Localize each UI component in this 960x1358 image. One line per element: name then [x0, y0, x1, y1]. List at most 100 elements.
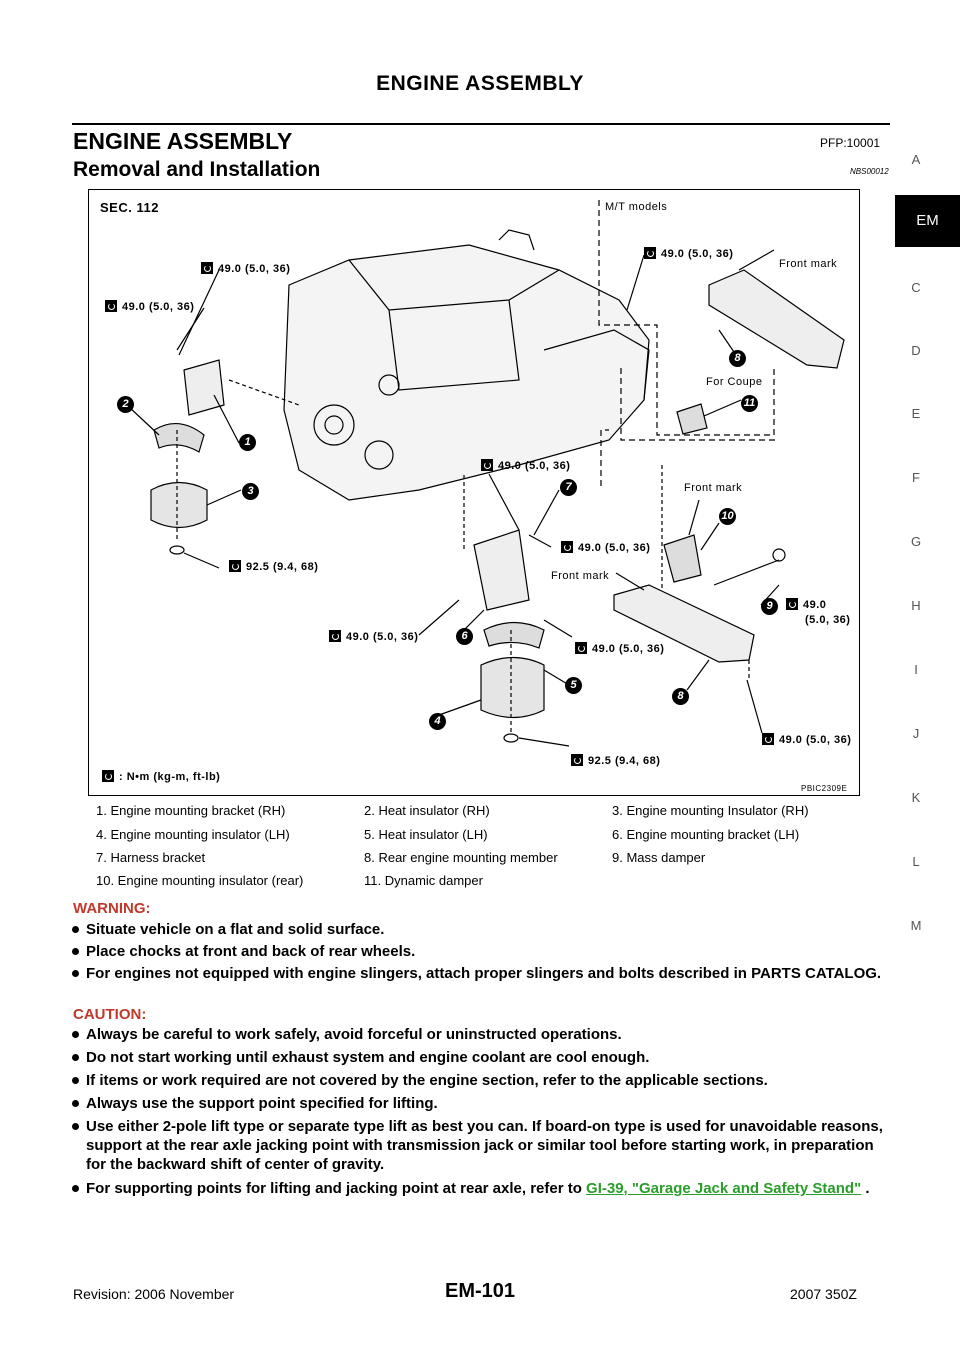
warning-item: Situate vehicle on a flat and solid surf…: [72, 920, 891, 939]
footer-revision: Revision: 2006 November: [73, 1286, 235, 1302]
torque-label-8: 49.0 (5.0, 36): [575, 642, 664, 655]
torque-wrench-icon: [575, 642, 587, 654]
diagram-artwork: [128, 200, 845, 747]
caution-item: Use either 2-pole lift type or separate …: [72, 1117, 891, 1174]
torque-label-9: 92.5 (9.4, 68): [571, 754, 660, 767]
torque-label-3: 49.0 (5.0, 36): [644, 247, 733, 260]
gi-39-link[interactable]: GI-39, "Garage Jack and Safety Stand": [586, 1180, 862, 1197]
tab-l[interactable]: L: [912, 854, 920, 869]
part-item: 1. Engine mounting bracket (RH): [96, 803, 286, 818]
torque-wrench-icon: [201, 262, 213, 274]
tab-i[interactable]: I: [914, 662, 918, 677]
part-item: 4. Engine mounting insulator (LH): [96, 827, 290, 842]
warning-item: Place chocks at front and back of rear w…: [72, 942, 891, 961]
part-item: 6. Engine mounting bracket (LH): [612, 827, 800, 842]
callout-5: 5: [565, 677, 582, 694]
tab-em[interactable]: EM: [895, 195, 960, 247]
tab-c[interactable]: C: [911, 280, 921, 295]
bullet-icon: [72, 1031, 79, 1038]
caution-item: If items or work required are not covere…: [72, 1071, 891, 1090]
torque-label-2: 49.0 (5.0, 36): [105, 300, 194, 313]
torque-wrench-icon: [644, 247, 656, 259]
section-title: ENGINE ASSEMBLY: [73, 128, 293, 154]
caution-item: Do not start working until exhaust syste…: [72, 1048, 891, 1067]
bullet-icon: [72, 970, 79, 977]
subsection-title: Removal and Installation: [73, 158, 321, 181]
part-item: 5. Heat insulator (LH): [364, 827, 488, 842]
torque-label-6: 92.5 (9.4, 68): [229, 560, 318, 573]
section-number: SEC. 112: [100, 200, 159, 215]
tab-m[interactable]: M: [910, 918, 922, 933]
tab-f[interactable]: F: [912, 470, 920, 485]
bullet-icon: [72, 926, 79, 933]
torque-label-5: 49.0 (5.0, 36): [561, 541, 650, 554]
front-mark-label-2: Front mark: [684, 482, 743, 494]
front-mark-label-1: Front mark: [779, 258, 838, 270]
footer-model: 2007 350Z: [790, 1286, 857, 1302]
bullet-icon: [72, 1054, 79, 1061]
torque-wrench-icon: [762, 733, 774, 745]
torque-label-7: 49.0 (5.0, 36): [329, 630, 418, 643]
mt-models-label: M/T models: [605, 201, 668, 213]
torque-wrench-icon: [102, 770, 114, 782]
engine-mount-diagram: SEC. 112 M/T models For Coupe Front mark…: [88, 189, 860, 796]
callout-2: 2: [117, 396, 134, 413]
callout-4: 4: [429, 713, 446, 730]
torque-wrench-icon: [786, 598, 798, 610]
tab-k[interactable]: K: [911, 790, 921, 805]
figure-id: PBIC2309E: [801, 784, 848, 793]
header-rule: [72, 123, 890, 125]
callout-8-upper: 8: [729, 350, 746, 367]
torque-wrench-icon: [229, 560, 241, 572]
bullet-icon: [72, 948, 79, 955]
torque-label-10: 49.0 (5.0, 36): [762, 733, 851, 746]
bullet-icon: [72, 1185, 79, 1192]
callout-3: 3: [242, 483, 259, 500]
tab-e[interactable]: E: [911, 406, 921, 421]
section-code: PFP:10001: [820, 136, 881, 150]
torque-wrench-icon: [561, 541, 573, 553]
torque-label-1: 49.0 (5.0, 36): [201, 262, 290, 275]
bullet-icon: [72, 1123, 79, 1130]
part-item: 9. Mass damper: [612, 850, 706, 865]
tab-a[interactable]: A: [911, 152, 921, 167]
tab-j[interactable]: J: [912, 726, 920, 741]
bullet-icon: [72, 1077, 79, 1084]
part-item: 10. Engine mounting insulator (rear): [96, 873, 304, 888]
torque-wrench-icon: [481, 459, 493, 471]
part-item: 7. Harness bracket: [96, 850, 206, 865]
tab-d[interactable]: D: [911, 343, 921, 358]
torque-label-11-sub: (5.0, 36): [805, 614, 851, 626]
caution-item: Always use the support point specified f…: [72, 1094, 891, 1113]
callout-10: 10: [719, 508, 736, 525]
callout-8-lower: 8: [672, 688, 689, 705]
callout-1: 1: [239, 434, 256, 451]
torque-label-11: 49.0: [786, 598, 826, 611]
callout-6: 6: [456, 628, 473, 645]
callout-11: 11: [741, 395, 758, 412]
front-mark-label-3: Front mark: [551, 570, 610, 582]
caution-item: Always be careful to work safely, avoid …: [72, 1025, 891, 1044]
tab-h[interactable]: H: [911, 598, 921, 613]
tab-g[interactable]: G: [910, 534, 922, 549]
part-item: 11. Dynamic damper: [364, 873, 483, 888]
callout-7: 7: [560, 479, 577, 496]
bullet-icon: [72, 1100, 79, 1107]
torque-wrench-icon: [571, 754, 583, 766]
warning-heading: WARNING:: [73, 900, 151, 917]
caution-heading: CAUTION:: [73, 1006, 147, 1023]
part-item: 2. Heat insulator (RH): [364, 803, 490, 818]
torque-wrench-icon: [329, 630, 341, 642]
page-header-title: ENGINE ASSEMBLY: [376, 72, 584, 95]
caution-item: For supporting points for lifting and ja…: [72, 1179, 891, 1198]
part-item: 3. Engine mounting Insulator (RH): [612, 803, 809, 818]
torque-legend: : N•m (kg-m, ft-lb): [102, 770, 220, 783]
torque-wrench-icon: [105, 300, 117, 312]
footer-page-number: EM-101: [444, 1280, 516, 1302]
subsection-code: NBS00012: [850, 167, 889, 176]
torque-label-4: 49.0 (5.0, 36): [481, 459, 570, 472]
warning-item: For engines not equipped with engine sli…: [72, 964, 891, 983]
callout-9: 9: [761, 598, 778, 615]
part-item: 8. Rear engine mounting member: [364, 850, 558, 865]
for-coupe-label: For Coupe: [706, 376, 763, 388]
